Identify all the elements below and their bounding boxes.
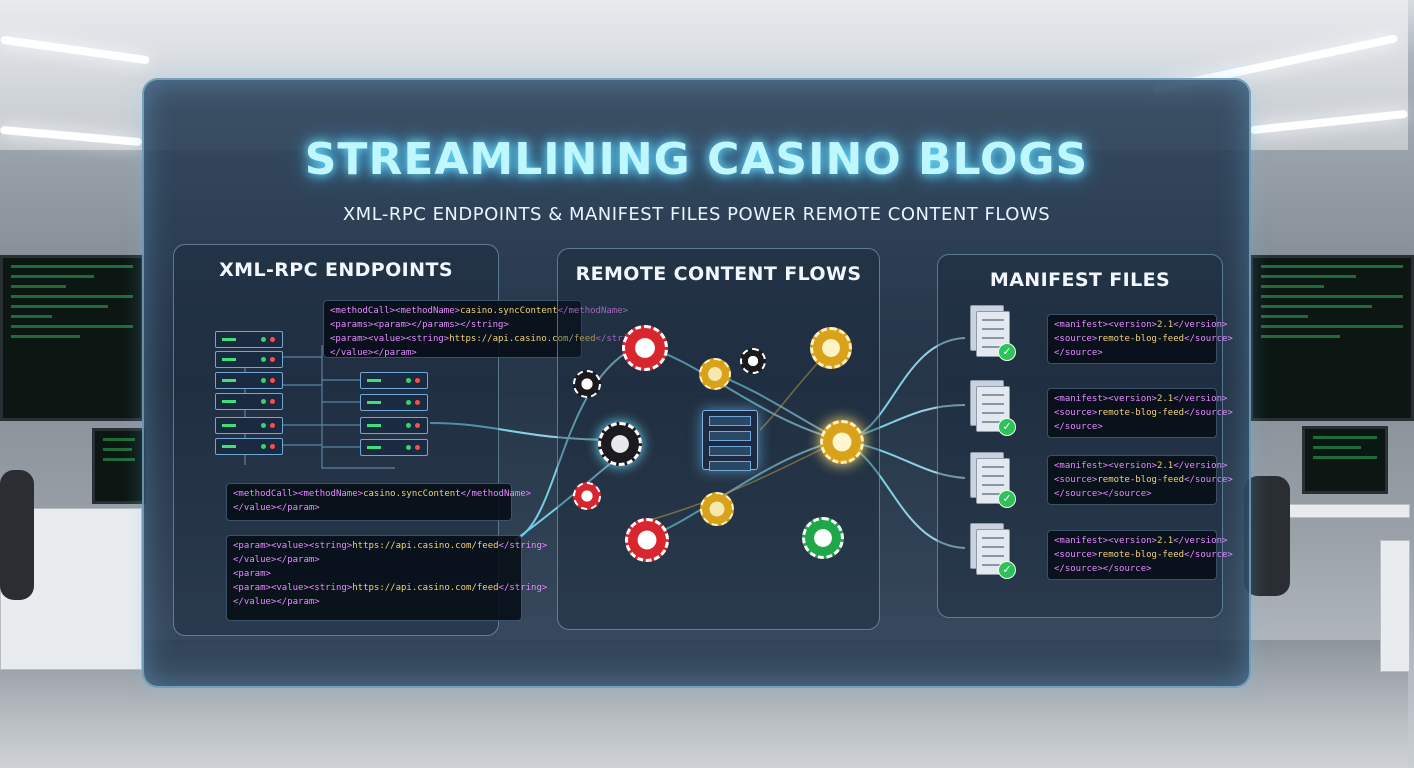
manifest-document-icon: ✓ (970, 452, 1016, 508)
server-rack-icon (215, 331, 283, 348)
check-circle-icon: ✓ (998, 490, 1016, 508)
code-line: <param> (233, 569, 271, 579)
check-circle-icon: ✓ (998, 343, 1016, 361)
server-rack-icon (360, 417, 428, 434)
section-title: REMOTE CONTENT FLOWS (575, 263, 862, 285)
server-rack-icon (215, 438, 283, 455)
casino-chip-icon (625, 518, 669, 562)
code-line: </value></param> (233, 555, 320, 565)
casino-chip-icon (810, 327, 852, 369)
wall-monitor (0, 255, 144, 421)
manifest-code-snippet: <manifest><version>2.1</version> <source… (1047, 455, 1233, 505)
code-line: <params><param></params></string> (330, 320, 509, 330)
page-title: STREAMLINING CASINO BLOGS (304, 134, 1089, 185)
check-circle-icon: ✓ (998, 561, 1016, 579)
casino-chip-icon (622, 325, 668, 371)
code-line: <source>remote-blog-feed</source> (1054, 408, 1233, 418)
server-rack-icon (215, 417, 283, 434)
code-line: <param><value><string>https://api.casino… (330, 334, 645, 344)
manifest-code-snippet: <manifest><version>2.1</version> <source… (1047, 314, 1233, 364)
code-line: <manifest><version>2.1</version> (1054, 536, 1228, 546)
server-rack-icon (215, 372, 283, 389)
content-hub-server-icon (702, 410, 758, 471)
code-line: </source></source> (1054, 489, 1152, 499)
section-title: MANIFEST FILES (989, 269, 1171, 291)
code-line: </value></param> (233, 503, 320, 513)
desk-monitor (92, 428, 146, 504)
check-circle-icon: ✓ (998, 418, 1016, 436)
casino-chip-icon (740, 348, 766, 374)
server-rack-icon (360, 394, 428, 411)
code-line: <source>remote-blog-feed</source> (1054, 334, 1233, 344)
code-line: </source></source> (1054, 564, 1152, 574)
code-line: </value></param> (330, 348, 417, 358)
code-line: </source> (1054, 422, 1103, 432)
code-line: </value></param> (233, 597, 320, 607)
code-line: <manifest><version>2.1</version> (1054, 320, 1228, 330)
manifest-document-icon: ✓ (970, 523, 1016, 579)
code-line: <methodCall><methodName>casino.syncConte… (330, 306, 629, 316)
wall-monitor (1250, 255, 1414, 421)
code-line: </source> (1054, 348, 1103, 358)
casino-chip-icon (573, 482, 601, 510)
code-line: <source>remote-blog-feed</source> (1054, 475, 1233, 485)
casino-chip-icon (699, 358, 731, 390)
casino-chip-icon (802, 517, 844, 559)
server-rack-icon (360, 439, 428, 456)
code-line: <param><value><string>https://api.casino… (233, 583, 548, 593)
section-title: XML-RPC ENDPOINTS (219, 259, 453, 281)
code-line: <param><value><string>https://api.casino… (233, 541, 548, 551)
office-chair (0, 470, 34, 600)
casino-chip-icon (820, 420, 864, 464)
xml-rpc-code-snippet: <param><value><string>https://api.casino… (226, 535, 548, 621)
server-rack-icon (215, 351, 283, 368)
xml-rpc-code-snippet: <methodCall><methodName>casino.syncConte… (323, 300, 645, 358)
code-line: <source>remote-blog-feed</source> (1054, 550, 1233, 560)
manifest-document-icon: ✓ (970, 380, 1016, 436)
server-rack-icon (360, 372, 428, 389)
code-line: <methodCall><methodName>casino.syncConte… (233, 489, 532, 499)
desk-monitor (1302, 426, 1388, 494)
server-rack-icon (215, 393, 283, 410)
page-subtitle: XML-RPC ENDPOINTS & MANIFEST FILES POWER… (342, 204, 1051, 225)
code-line: <manifest><version>2.1</version> (1054, 394, 1228, 404)
manifest-code-snippet: <manifest><version>2.1</version> <source… (1047, 388, 1233, 438)
casino-chip-icon (598, 422, 642, 466)
manifest-code-snippet: <manifest><version>2.1</version> <source… (1047, 530, 1233, 580)
office-chair (1244, 476, 1290, 596)
flow-line (429, 422, 621, 441)
code-line: <manifest><version>2.1</version> (1054, 461, 1228, 471)
office-cabinet (1380, 540, 1410, 672)
casino-chip-icon (573, 370, 601, 398)
flow-line (514, 344, 641, 541)
manifest-document-icon: ✓ (970, 305, 1016, 361)
xml-rpc-code-snippet: <methodCall><methodName>casino.syncConte… (226, 483, 532, 521)
casino-chip-icon (700, 492, 734, 526)
